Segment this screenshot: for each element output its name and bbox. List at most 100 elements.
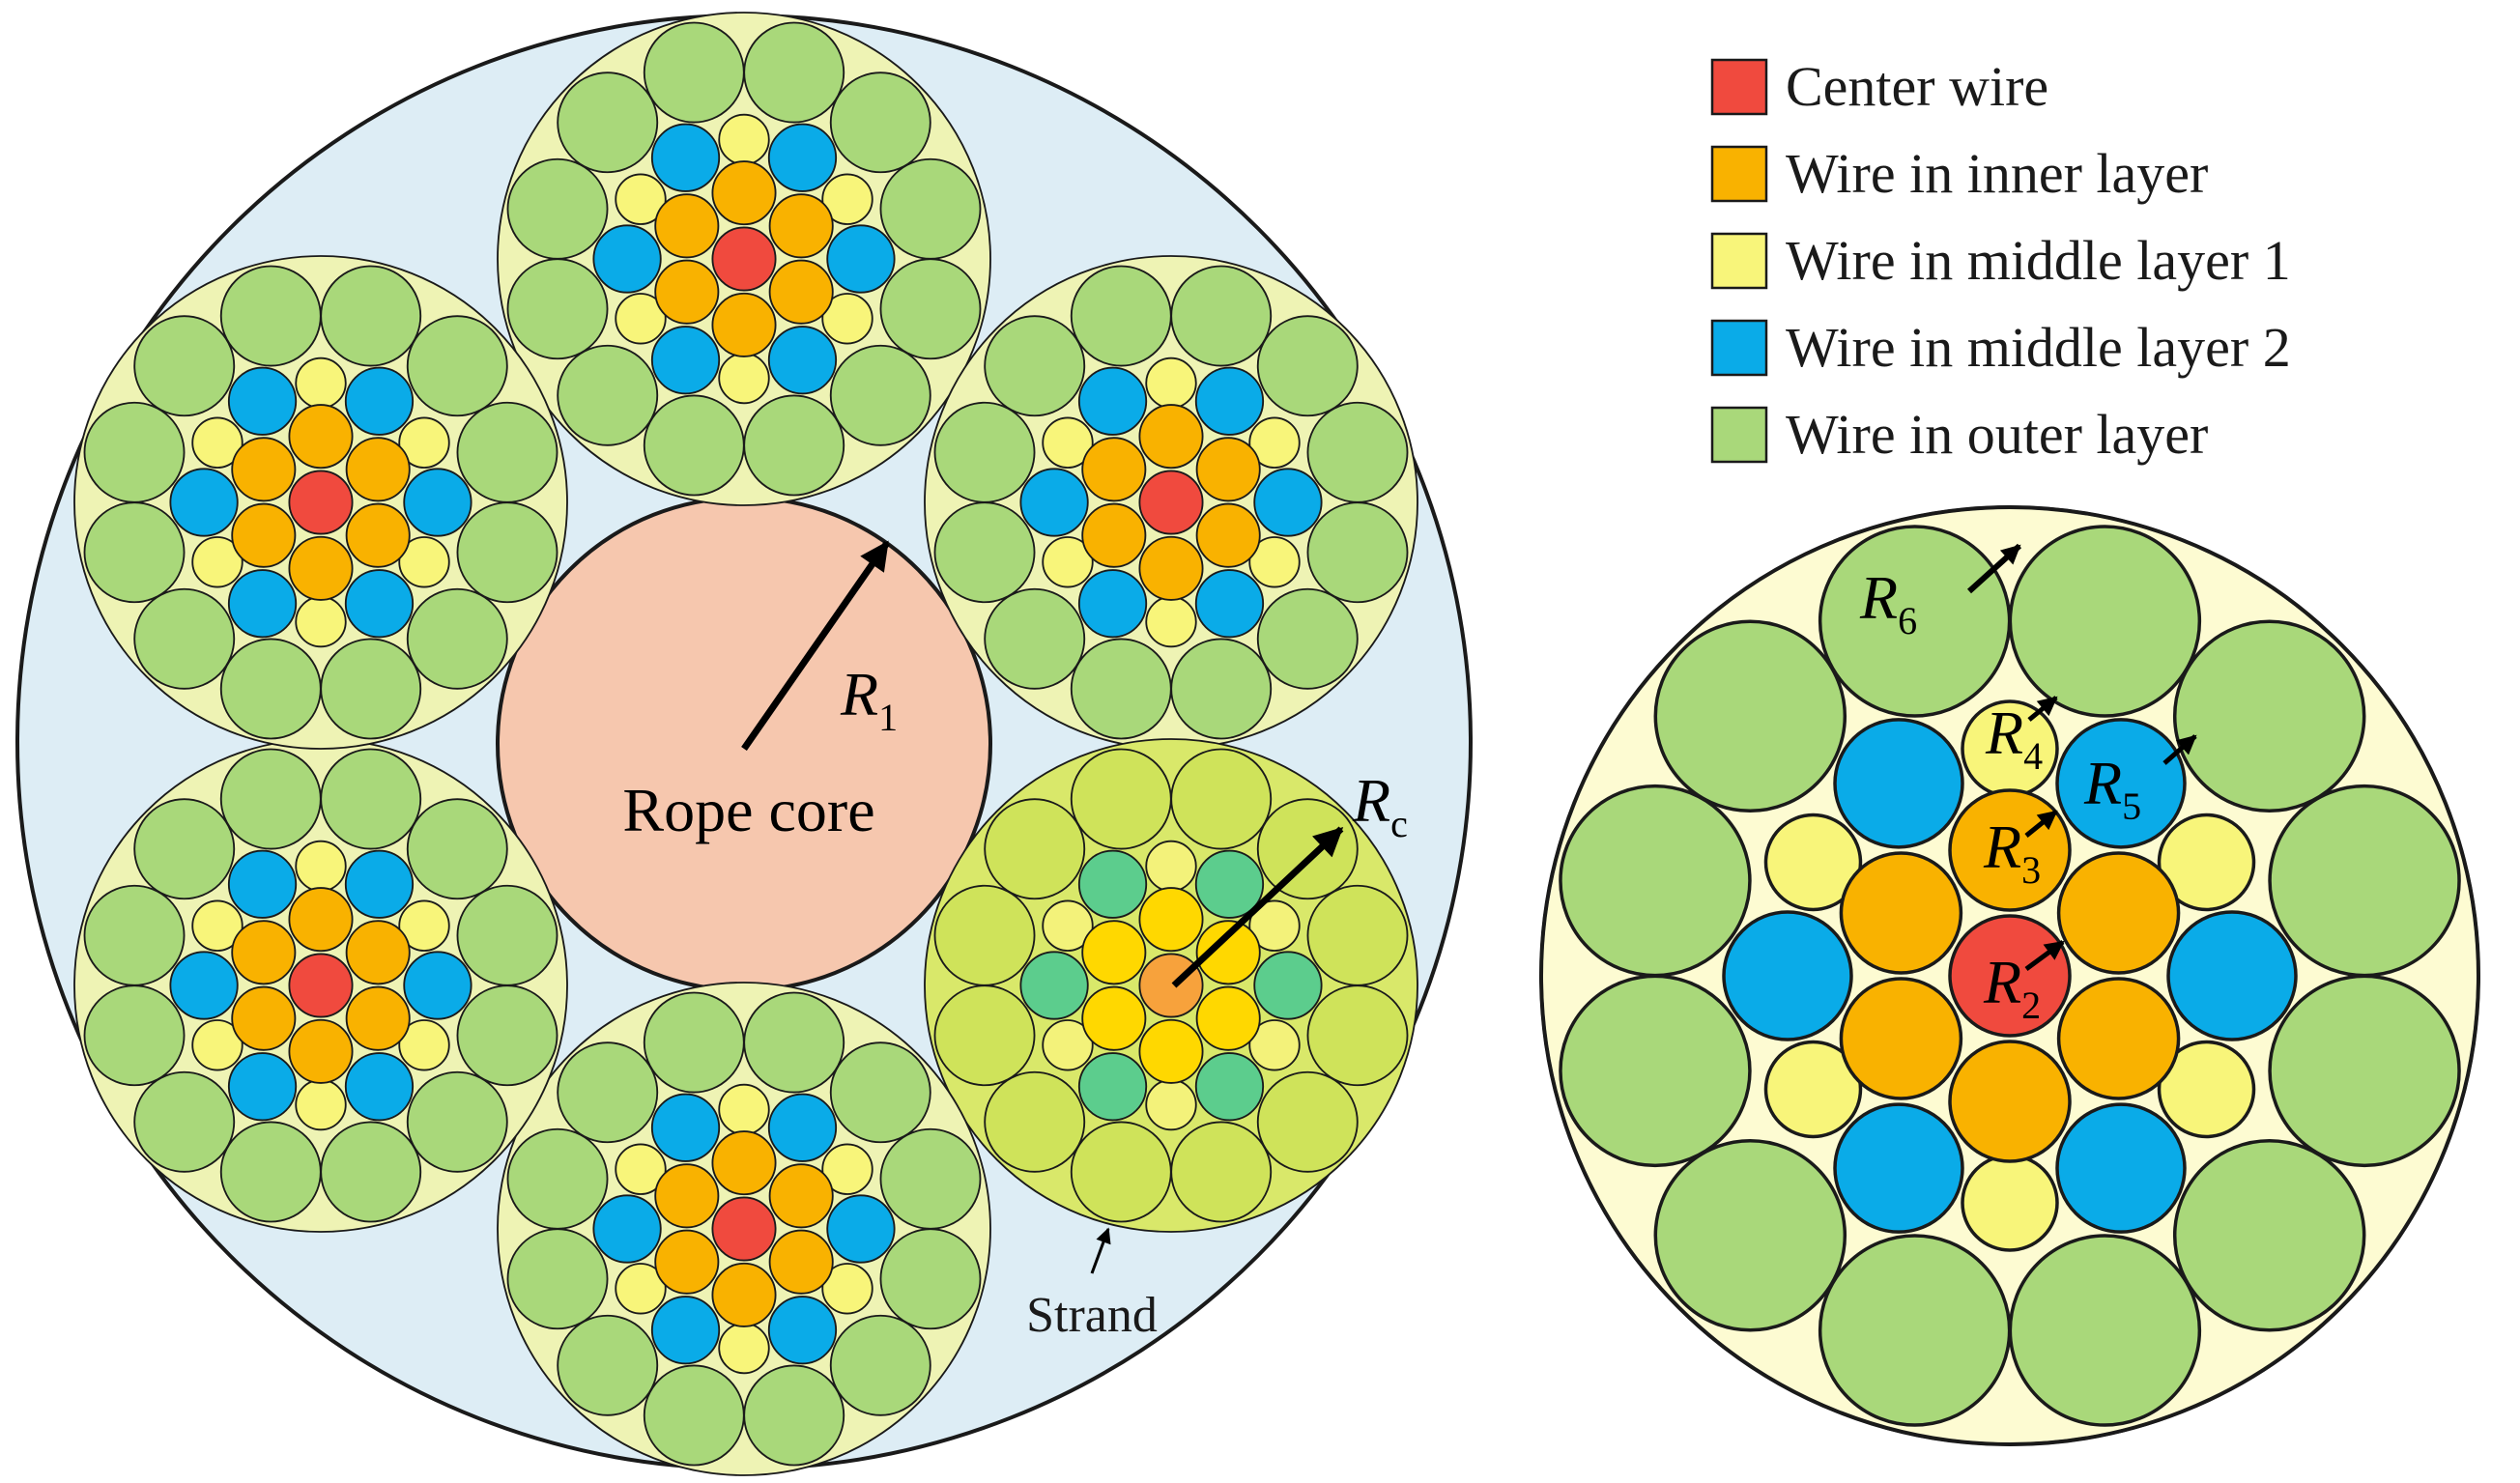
outer-layer-wire (1653, 1138, 1847, 1332)
rope-cross-section: R1 Rope core Rc Strand (15, 12, 1473, 1476)
inner-layer-wire (345, 920, 411, 985)
middle-layer-2-wire (344, 569, 415, 639)
outer-layer-wire (506, 1228, 609, 1330)
outer-layer-wire (1559, 784, 1752, 978)
outer-layer-wire (320, 265, 422, 367)
r6-arrow (1966, 543, 2022, 594)
middle-layer-1-wire (1248, 536, 1301, 588)
r5-annotation: R5 (2083, 734, 2197, 828)
outer-layer-wire (1256, 1070, 1359, 1173)
middle-layer-2-wire (227, 366, 298, 436)
outer-layer-wire (1070, 638, 1172, 740)
middle-layer-2-wire (650, 1093, 721, 1162)
middle-layer-2-wire (227, 569, 298, 639)
outer-layer-wire (2008, 525, 2202, 718)
strand-detail-wires (1539, 505, 2480, 1446)
outer-layer-wire (2008, 1234, 2202, 1427)
outer-layer-wire (743, 1364, 845, 1467)
outer-layer-wire (643, 1364, 745, 1467)
outer-layer-wire (1170, 265, 1273, 367)
middle-layer-1-wire (191, 899, 243, 952)
center-wire (1948, 914, 2072, 1038)
strand (1539, 505, 2480, 1446)
legend-swatch (1710, 145, 1768, 203)
outer-layer-wire (2172, 619, 2366, 813)
legend-label: Wire in outer layer (1786, 403, 2208, 466)
outer-layer-wire (829, 71, 931, 174)
inner-layer-wire (711, 292, 777, 357)
strand (497, 12, 991, 506)
center-wire (1138, 470, 1204, 535)
center-wire (288, 470, 354, 535)
inner-layer-wire (654, 1163, 720, 1229)
outer-layer-wire (320, 1121, 422, 1223)
legend-label: Wire in inner layer (1786, 142, 2208, 205)
strand-outline (1539, 505, 2480, 1446)
inner-layer-wire (711, 1262, 777, 1327)
outer-layer-wire (879, 1228, 982, 1330)
middle-layer-2-wire (169, 468, 239, 537)
middle-layer-2-wire (1722, 910, 1853, 1041)
outer-layer-wire (506, 1127, 609, 1230)
middle-layer-1-wire (615, 1263, 667, 1315)
middle-layer-1-wire (718, 113, 770, 166)
middle-layer-2-wire (1194, 849, 1265, 919)
inner-layer-wire (768, 1229, 834, 1295)
outer-layer-wire (829, 1314, 931, 1416)
r2-annotation: R2 (1983, 939, 2065, 1027)
r5-label: R5 (2083, 749, 2141, 828)
middle-layer-1-wire (1248, 899, 1301, 952)
r4-label: R4 (1985, 699, 2043, 778)
center-wire (288, 953, 354, 1018)
middle-layer-2-wire (1077, 366, 1148, 436)
outer-layer-wire (456, 501, 558, 604)
middle-layer-1-wire (1042, 899, 1094, 952)
legend-label: Wire in middle layer 2 (1786, 316, 2291, 379)
legend-item: Wire in middle layer 1 (1710, 229, 2291, 292)
middle-layer-1-wire (191, 1019, 243, 1071)
middle-layer-2-wire (1019, 951, 1089, 1020)
legend-item: Center wire (1710, 55, 2048, 118)
middle-layer-2-wire (650, 1296, 721, 1365)
outer-layer-wire (133, 1070, 236, 1173)
middle-layer-1-wire (1248, 416, 1301, 469)
outer-layer-wire (643, 21, 745, 124)
outer-layer-wire (1070, 265, 1172, 367)
inner-layer-wire (288, 887, 354, 953)
inner-layer-wire (1195, 502, 1261, 568)
middle-layer-1-wire (1145, 356, 1197, 410)
outer-layer-wire (984, 315, 1086, 417)
middle-layer-2-wire (1194, 366, 1265, 436)
r2-label: R2 (1983, 948, 2041, 1027)
inner-layer-wire (2056, 977, 2181, 1100)
middle-layer-1-wire (295, 595, 347, 648)
middle-layer-2-wire (1833, 1102, 1964, 1234)
strand (73, 738, 568, 1233)
legend-swatch (1710, 232, 1768, 290)
middle-layer-1-wire (615, 173, 667, 225)
inner-layer-wire (1948, 1040, 2072, 1163)
legend-item: Wire in inner layer (1710, 142, 2208, 205)
outer-layer-wire (456, 884, 558, 986)
middle-layer-1-wire (1961, 1154, 2059, 1252)
middle-layer-2-wire (650, 123, 721, 192)
strand-label: Strand (1026, 1288, 1158, 1343)
middle-layer-2-wire (1019, 468, 1089, 537)
outer-layer-wire (1306, 984, 1409, 1087)
r6-annotation: R6 (1859, 543, 2022, 642)
r1-label: R1 (840, 660, 898, 739)
r4-arrow (2027, 696, 2058, 722)
middle-layer-1-wire (1248, 1019, 1301, 1071)
inner-layer-wire (288, 1018, 354, 1084)
outer-layer-wire (83, 501, 186, 604)
outer-layer-wire (133, 315, 236, 417)
outer-layer-wire (743, 991, 845, 1094)
outer-layer-wire (984, 1070, 1086, 1173)
center-wire (711, 226, 777, 292)
inner-layer-wire (1138, 535, 1204, 601)
strand (73, 255, 568, 750)
outer-layer-wire (219, 748, 322, 850)
outer-layer-wire (1170, 638, 1273, 740)
r3-annotation: R3 (1983, 810, 2058, 892)
